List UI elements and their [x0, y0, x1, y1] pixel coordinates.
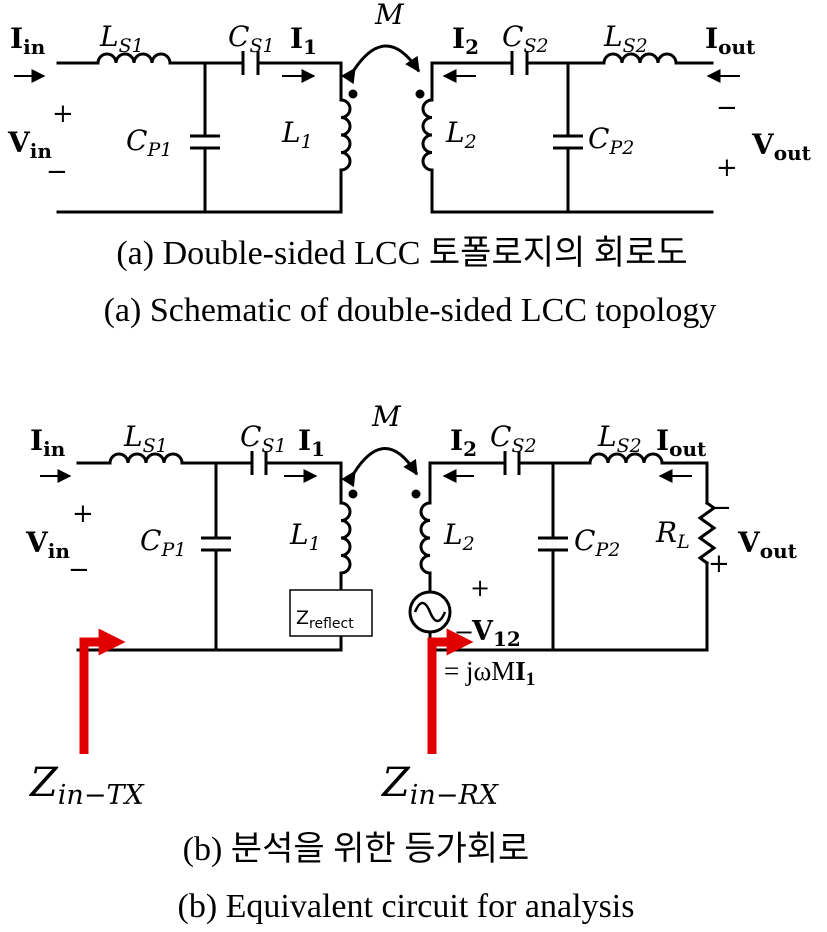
capacitor-cs1	[241, 51, 260, 75]
label-iout-a: Iout	[705, 22, 756, 59]
wire-b-top-left	[76, 461, 343, 505]
inductor-l1	[340, 98, 352, 172]
caption-a-ko: (a) Double-sided LCC 토폴로지의 회로도	[116, 235, 687, 272]
inductor-l2	[421, 98, 433, 172]
inductor-ls2-b	[588, 452, 664, 464]
label-iout-b: Iout	[656, 424, 707, 461]
label-cs2-b: CS2	[490, 420, 537, 457]
wire-a-top-right	[430, 61, 714, 102]
zin-rx-arrow	[427, 628, 474, 754]
label-iin-b: Iin	[30, 424, 66, 461]
vout-plus-b: +	[708, 549, 730, 579]
label-l2-a: L2	[445, 116, 477, 153]
zin-tx-arrow	[79, 628, 126, 754]
label-ls1-a: LS1	[99, 20, 144, 57]
label-ls2-a: LS2	[603, 20, 648, 57]
label-zin-tx: Zin−TX	[28, 760, 145, 811]
vout-minus-b: −	[710, 493, 732, 523]
label-cs1-a: CS1	[228, 20, 275, 57]
vout-plus-a: +	[716, 153, 738, 183]
label-jwmi1: = jωMI1	[444, 656, 535, 690]
vin-minus-a: −	[46, 157, 68, 187]
inductor-l1-b	[340, 501, 352, 575]
label-l2-b: L2	[443, 518, 475, 555]
src-minus: −	[454, 618, 474, 646]
capacitor-cs2-b	[503, 451, 521, 475]
inductor-ls1-b	[108, 452, 184, 464]
label-z-reflect: Zreflect	[296, 607, 354, 632]
label-i1-a: I1	[290, 22, 317, 59]
label-vin-a: Vin	[7, 126, 52, 163]
circuit-b: Zreflect Iin LS1 CS1 I1 M I2 CS2 LS2 Iou…	[25, 400, 798, 925]
mutual-arc-b	[341, 447, 419, 488]
label-m-b: M	[371, 400, 402, 433]
resistor-rl	[697, 500, 717, 566]
label-l1-b: L1	[289, 518, 321, 555]
capacitor-cp2-b	[538, 536, 568, 552]
label-cp1-b: CP1	[140, 524, 186, 561]
label-cp1-a: CP1	[126, 124, 172, 161]
inductor-l2-b	[419, 501, 431, 575]
label-i2-b: I2	[450, 424, 477, 461]
dot-l2	[415, 89, 425, 99]
label-iin-a: Iin	[10, 22, 46, 59]
wire-a-bottom-right	[430, 168, 714, 214]
dot-l1	[348, 89, 358, 99]
label-l1-a: L1	[281, 116, 313, 153]
caption-a-en: (a) Schematic of double-sided LCC topolo…	[104, 292, 717, 329]
capacitor-cs2	[510, 51, 529, 75]
caption-b-en: (b) Equivalent circuit for analysis	[178, 888, 635, 925]
capacitor-cp2	[553, 134, 583, 150]
label-ls1-b: LS1	[123, 420, 168, 457]
label-cs1-b: CS1	[240, 420, 287, 457]
label-m-a: M	[374, 0, 405, 31]
wire-b-bottom-left	[76, 634, 343, 652]
capacitor-cp1-b	[201, 536, 231, 552]
caption-b-ko: (b) 분석을 위한 등가회로	[183, 831, 530, 868]
label-cs2-a: CS2	[502, 20, 549, 57]
vin-plus-b: +	[72, 499, 94, 529]
label-i1-b: I1	[298, 424, 325, 461]
src-plus: +	[470, 574, 490, 602]
label-i2-a: I2	[452, 22, 479, 59]
mutual-arc-a	[341, 44, 421, 85]
vin-minus-b: −	[68, 555, 90, 585]
dot-l2-b	[411, 489, 421, 499]
z-reflect-box	[289, 589, 373, 637]
label-v12: V12	[471, 616, 521, 651]
label-zin-rx: Zin−RX	[380, 760, 500, 811]
label-vout-b: Vout	[737, 526, 798, 563]
circuit-a: Iin LS1 CS1 I1 M I2 CS2 LS2 Iout + Vin −…	[7, 0, 812, 329]
inductor-ls2	[602, 52, 678, 64]
wire-b-top-right	[428, 461, 709, 505]
wire-a-top-left	[56, 61, 343, 102]
capacitor-cs1-b	[250, 451, 268, 475]
label-cp2-b: CP2	[574, 524, 620, 561]
label-cp2-a: CP2	[588, 122, 634, 159]
label-ls2-b: LS2	[597, 420, 642, 457]
dot-l1-b	[348, 489, 358, 499]
wire-a-bottom-left	[56, 168, 343, 214]
vin-plus-a: +	[52, 99, 74, 129]
label-vout-a: Vout	[751, 128, 812, 165]
sine-icon	[413, 601, 447, 623]
vout-minus-a: −	[716, 93, 738, 123]
label-rl: RL	[655, 516, 690, 553]
capacitor-cp1	[190, 134, 220, 150]
label-vin-b: Vin	[25, 526, 70, 563]
inductor-ls1	[96, 52, 172, 64]
